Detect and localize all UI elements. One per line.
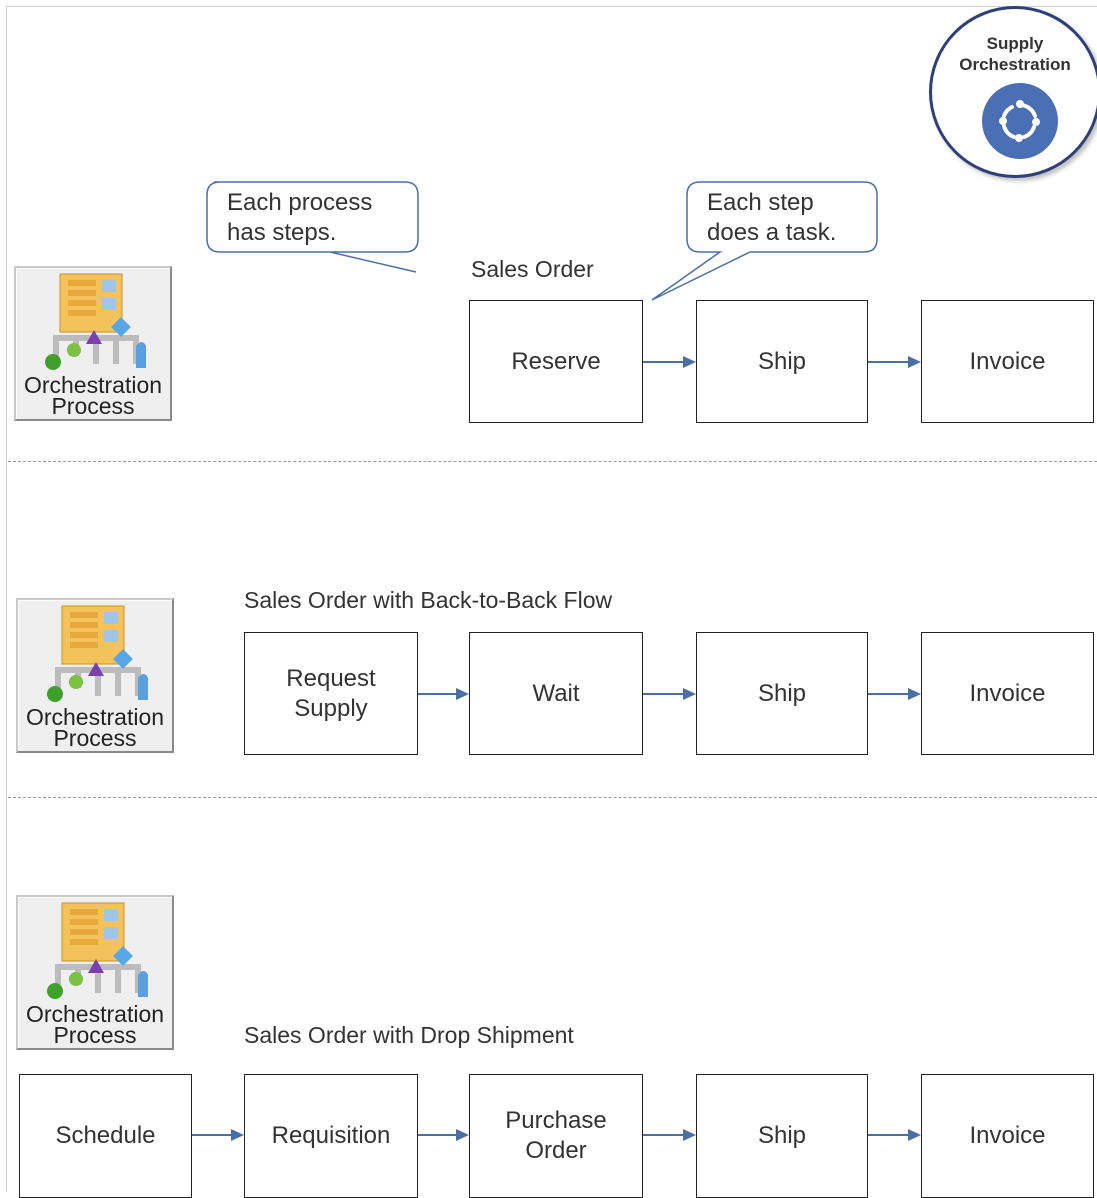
step-schedule: Schedule bbox=[19, 1074, 192, 1198]
step-ship: Ship bbox=[696, 1074, 868, 1198]
process-graphic bbox=[47, 605, 148, 702]
process-graphic bbox=[45, 273, 146, 370]
flow-title-sales-order: Sales Order bbox=[471, 256, 594, 282]
step-wait: Wait bbox=[469, 632, 643, 755]
callout-step-text: Each step does a task. bbox=[707, 189, 837, 246]
step-invoice: Invoice bbox=[921, 1074, 1094, 1198]
process-icon-label: Orchestration Process bbox=[25, 704, 165, 751]
orchestration-process-icon: Orchestration Process bbox=[16, 895, 174, 1050]
orchestration-process-icon: Orchestration Process bbox=[16, 598, 174, 753]
flow-arrow bbox=[643, 1128, 696, 1142]
section-separator bbox=[8, 797, 1097, 798]
flow-arrow bbox=[643, 687, 696, 701]
orchestration-process-icon: Orchestration Process bbox=[14, 266, 172, 421]
process-icon-label: Orchestration Process bbox=[23, 372, 163, 419]
flow-arrow bbox=[868, 355, 921, 369]
flow-arrow bbox=[192, 1128, 244, 1142]
badge-disc bbox=[982, 83, 1058, 159]
step-ship: Ship bbox=[696, 632, 868, 755]
badge-label: Supply Orchestration bbox=[959, 34, 1071, 74]
step-invoice: Invoice bbox=[921, 632, 1094, 755]
step-requisition: Requisition bbox=[244, 1074, 418, 1198]
flow-arrow bbox=[418, 687, 469, 701]
callout-process-bubble bbox=[206, 181, 419, 273]
flow-arrow bbox=[643, 355, 696, 369]
step-reserve: Reserve bbox=[469, 300, 643, 423]
step-ship: Ship bbox=[696, 300, 868, 423]
step-request-supply: Request Supply bbox=[244, 632, 418, 755]
step-purchase-order: Purchase Order bbox=[469, 1074, 643, 1198]
process-icon-label: Orchestration Process bbox=[25, 1001, 165, 1048]
flow-title-drop-shipment: Sales Order with Drop Shipment bbox=[244, 1022, 574, 1048]
process-graphic bbox=[47, 902, 148, 999]
callout-process-text: Each process has steps. bbox=[227, 189, 373, 246]
flow-arrow bbox=[418, 1128, 469, 1142]
callout-step-bubble bbox=[651, 181, 878, 301]
flow-title-back-to-back: Sales Order with Back-to-Back Flow bbox=[244, 587, 613, 613]
flow-arrow bbox=[868, 687, 921, 701]
cycle-icon bbox=[999, 100, 1040, 142]
step-invoice: Invoice bbox=[921, 300, 1094, 423]
flow-arrow bbox=[868, 1128, 921, 1142]
diagram-frame bbox=[6, 6, 1097, 1192]
section-separator bbox=[8, 461, 1097, 462]
supply-orchestration-badge: Supply Orchestration bbox=[929, 6, 1097, 178]
